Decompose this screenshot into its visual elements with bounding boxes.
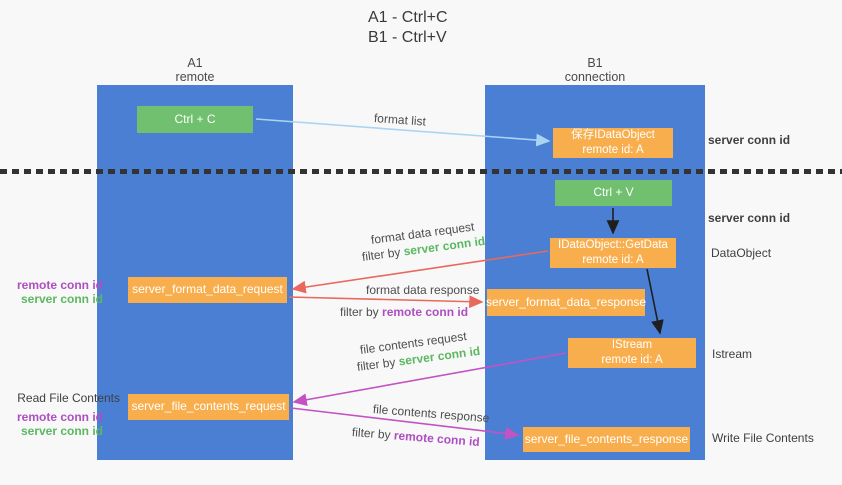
dataobject-annotation: DataObject bbox=[711, 246, 772, 260]
format-list-label: format list bbox=[373, 111, 427, 129]
istream-annotation: Istream bbox=[712, 347, 753, 361]
filter-by-text: filter by bbox=[361, 245, 402, 264]
server-conn-id-annotation-mid: server conn id bbox=[708, 211, 791, 225]
node-idataobject-getdata: IDataObject::GetData remote id: A bbox=[550, 238, 676, 268]
server-conn-id-annotation: server conn id bbox=[20, 424, 103, 439]
server-file-contents-request-label: server_file_contents_request bbox=[131, 399, 286, 414]
filter-by-text: filter by bbox=[340, 305, 379, 319]
istream-line2: remote id: A bbox=[601, 354, 663, 366]
istream-line1: IStream bbox=[611, 339, 653, 352]
file-request-conn-id-annotations: remote conn id server conn id bbox=[8, 410, 103, 439]
title-line-ctrl-v: B1 - Ctrl+V bbox=[368, 29, 447, 46]
file-contents-response-filter-label: filter by remote conn id bbox=[351, 425, 480, 449]
format-data-response-filter-label: filter by remote conn id bbox=[340, 305, 468, 319]
lane-header-a1: A1 remote bbox=[97, 56, 293, 85]
remote-conn-id-text: remote conn id bbox=[393, 428, 481, 450]
lane-b1-name: B1 bbox=[587, 56, 603, 70]
format-data-response-arrow bbox=[288, 295, 484, 309]
machine-boundary-dotted-line bbox=[0, 169, 842, 174]
remote-conn-id-annotation: remote conn id bbox=[16, 278, 103, 292]
ctrl-c-label: Ctrl + C bbox=[174, 111, 216, 126]
node-istream: IStream remote id: A bbox=[568, 338, 696, 368]
format-request-conn-id-annotations: remote conn id server conn id bbox=[8, 278, 103, 307]
server-format-data-response-label: server_format_data_response bbox=[485, 294, 647, 309]
server-file-contents-response-label: server_file_contents_response bbox=[524, 431, 689, 446]
title-line-ctrl-c: A1 - Ctrl+C bbox=[368, 9, 448, 26]
node-save-idataobject: 保存IDataObject remote id: A bbox=[553, 128, 673, 158]
node-ctrl-v: Ctrl + V bbox=[555, 180, 672, 206]
lane-a1-subtitle: remote bbox=[175, 70, 215, 85]
server-conn-id-annotation-top: server conn id bbox=[708, 133, 791, 147]
getdata-line1: IDataObject::GetData bbox=[558, 239, 668, 252]
server-format-data-request-label: server_format_data_request bbox=[132, 282, 283, 297]
node-server-format-data-request: server_format_data_request bbox=[128, 277, 287, 303]
server-conn-id-annotation: server conn id bbox=[20, 292, 103, 307]
ctrl-v-label: Ctrl + V bbox=[593, 185, 634, 200]
remote-conn-id-text: remote conn id bbox=[382, 305, 469, 319]
node-server-file-contents-response: server_file_contents_response bbox=[523, 427, 690, 452]
save-idataobject-line2: remote id: A bbox=[582, 144, 644, 156]
lane-a1-name: A1 bbox=[187, 56, 203, 70]
node-server-format-data-response: server_format_data_response bbox=[485, 289, 647, 316]
node-ctrl-c: Ctrl + C bbox=[137, 106, 253, 133]
remote-conn-id-annotation: remote conn id bbox=[16, 410, 103, 424]
filter-by-text: filter by bbox=[351, 425, 392, 443]
lane-b1-subtitle: connection bbox=[564, 70, 626, 85]
write-file-contents-annotation: Write File Contents bbox=[712, 431, 814, 445]
lane-header-b1: B1 connection bbox=[485, 56, 705, 85]
read-file-contents-annotation: Read File Contents bbox=[17, 391, 120, 405]
save-idataobject-line1: 保存IDataObject bbox=[571, 129, 655, 142]
node-server-file-contents-request: server_file_contents_request bbox=[128, 394, 289, 420]
filter-by-text: filter by bbox=[356, 355, 397, 374]
diagram-title: A1 - Ctrl+C B1 - Ctrl+V bbox=[368, 8, 448, 48]
format-data-response-label: format data response bbox=[366, 283, 480, 297]
file-contents-response-label: file contents response bbox=[372, 402, 490, 426]
getdata-line2: remote id: A bbox=[582, 254, 644, 266]
